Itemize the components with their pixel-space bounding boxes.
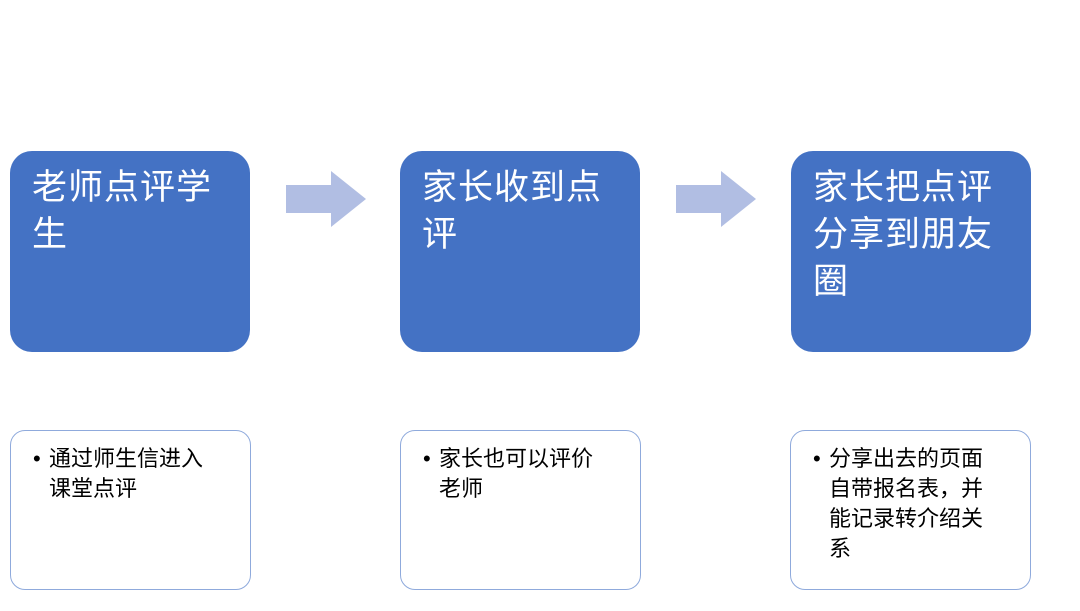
step-title: 家长收到点评	[422, 168, 603, 254]
detail-card-parent-receive: • 家长也可以评价老师	[400, 430, 641, 590]
detail-card-parent-share: • 分享出去的页面自带报名表，并能记录转介绍关系	[790, 430, 1031, 590]
detail-card-teacher-review: • 通过师生信进入课堂点评	[10, 430, 251, 590]
bullet-icon: •	[813, 446, 821, 471]
bullet-item: • 分享出去的页面自带报名表，并能记录转介绍关系	[791, 431, 1030, 564]
step-title: 家长把点评分享到朋友圈	[813, 168, 994, 301]
detail-text: 分享出去的页面自带报名表，并能记录转介绍关系	[829, 446, 984, 561]
arrow-right-icon	[286, 171, 366, 227]
bullet-item: • 通过师生信进入课堂点评	[11, 431, 250, 504]
detail-text: 家长也可以评价老师	[439, 446, 594, 501]
bullet-icon: •	[423, 446, 431, 471]
step-box-parent-receive: 家长收到点评	[400, 151, 640, 352]
detail-text: 通过师生信进入课堂点评	[49, 446, 204, 501]
step-box-parent-share: 家长把点评分享到朋友圈	[791, 151, 1031, 352]
bullet-item: • 家长也可以评价老师	[401, 431, 640, 504]
step-box-teacher-review: 老师点评学生	[10, 151, 250, 352]
bullet-icon: •	[33, 446, 41, 471]
step-title: 老师点评学生	[32, 168, 213, 254]
arrow-right-shape	[286, 171, 366, 227]
arrow-right-icon	[676, 171, 756, 227]
arrow-right-shape	[676, 171, 756, 227]
